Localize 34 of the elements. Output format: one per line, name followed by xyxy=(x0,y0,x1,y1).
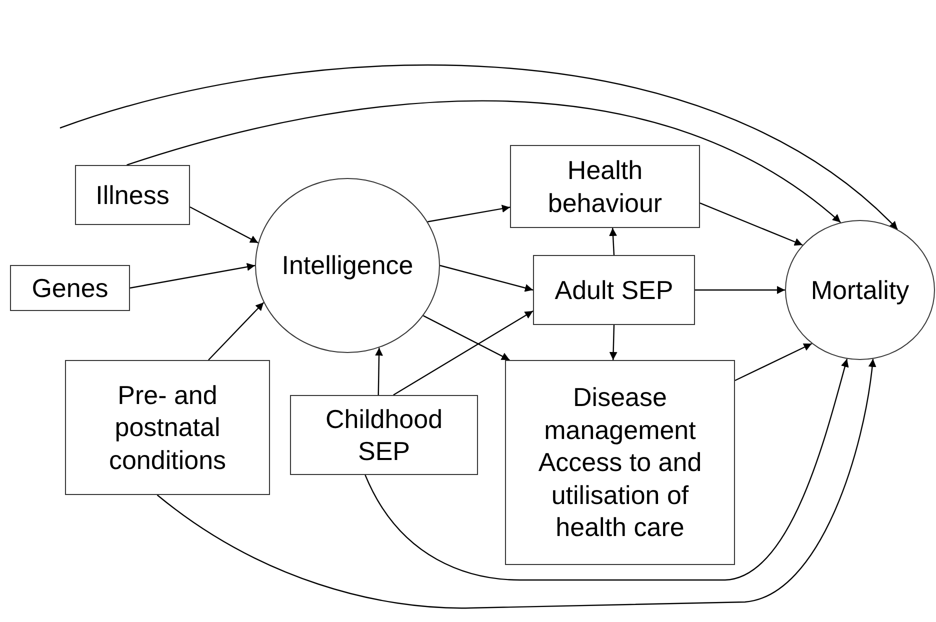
arrow xyxy=(734,343,812,382)
node-label: Intelligence xyxy=(282,249,414,282)
node-label: Genes xyxy=(32,272,108,304)
node-label: Adult SEP xyxy=(554,274,674,306)
arrow xyxy=(190,206,258,244)
box-node xyxy=(290,395,478,475)
curved-arrow xyxy=(364,358,849,581)
arrow xyxy=(393,310,534,396)
curved-arrow xyxy=(156,358,876,609)
arrow xyxy=(428,204,510,222)
arrow xyxy=(423,315,510,361)
arrow xyxy=(695,286,785,294)
box-node xyxy=(510,145,700,228)
arrow xyxy=(609,228,617,256)
arrow xyxy=(208,302,264,360)
arrow xyxy=(375,348,383,396)
arrow xyxy=(700,202,803,246)
node-label: Access to and utilisation of health care xyxy=(537,446,703,544)
box-node xyxy=(75,165,190,225)
curved-arrow xyxy=(126,100,841,223)
node-label: Disease management xyxy=(543,381,697,446)
node-label: Health behaviour xyxy=(546,154,664,219)
node-label: Illness xyxy=(96,178,170,212)
node-label: Mortality xyxy=(810,274,910,306)
box-node xyxy=(65,360,270,495)
arrow xyxy=(130,262,256,289)
curved-arrow xyxy=(60,64,898,230)
arrow xyxy=(609,324,618,360)
box-node xyxy=(505,360,735,565)
box-node xyxy=(533,255,695,325)
arrow xyxy=(440,264,534,292)
node-label: Childhood SEP xyxy=(324,402,444,468)
box-node xyxy=(10,265,130,311)
node-label: Pre- and postnatal conditions xyxy=(108,378,228,476)
